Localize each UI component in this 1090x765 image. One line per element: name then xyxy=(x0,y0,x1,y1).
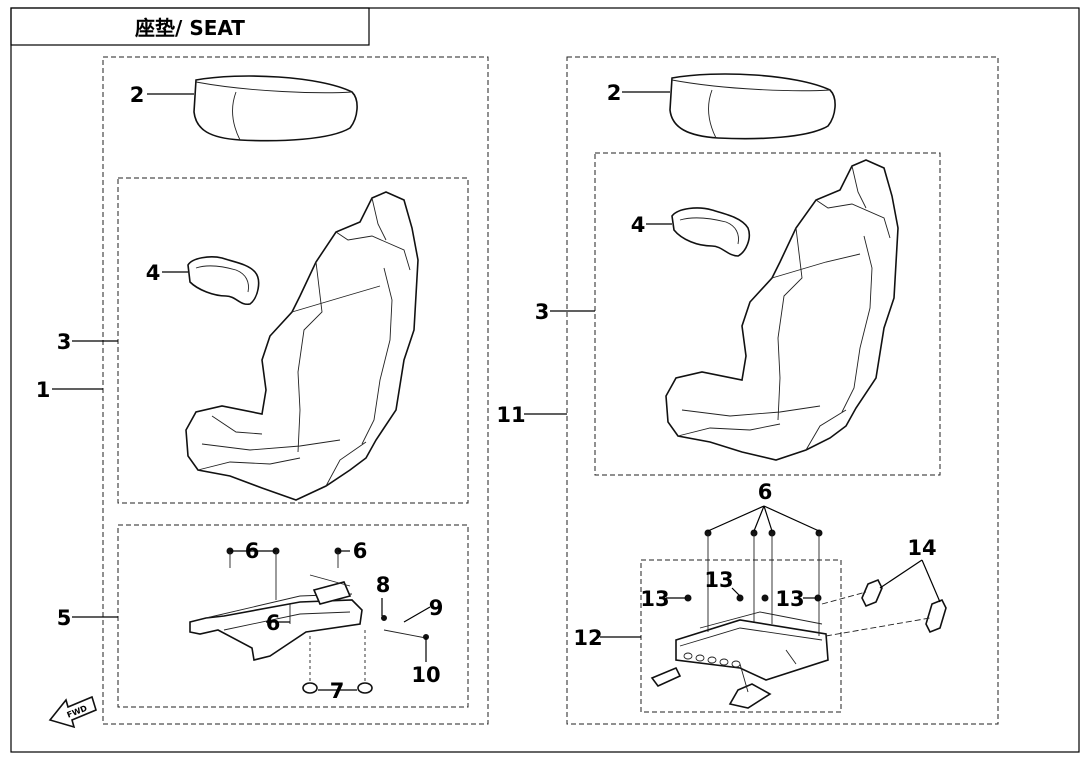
label-right-pad: 4 xyxy=(631,213,646,237)
label-spring: 10 xyxy=(411,663,440,687)
fwd-arrow-icon: FWD xyxy=(48,695,97,729)
label-bolt-b: 6 xyxy=(353,539,368,563)
title-box xyxy=(10,7,370,46)
label-right-seat-assembly: 11 xyxy=(496,403,525,427)
label-right-bushing: 14 xyxy=(907,536,936,560)
label-right-seat: 3 xyxy=(535,300,550,324)
right-pad xyxy=(671,207,751,257)
label-clip: 8 xyxy=(376,573,391,597)
label-right-cushion: 2 xyxy=(607,81,622,105)
label-right-spacer-c: 13 xyxy=(775,587,804,611)
left-rail-frame xyxy=(117,524,469,708)
label-right-frame: 12 xyxy=(573,626,602,650)
label-pad: 4 xyxy=(146,261,161,285)
label-right-bolts: 6 xyxy=(758,480,773,504)
right-seat xyxy=(665,159,899,461)
right-assembly: 2 3 11 4 12 6 13 13 13 14 xyxy=(496,56,999,725)
left-pad xyxy=(187,256,260,306)
outer-frame xyxy=(10,7,1080,753)
right-frame-box xyxy=(640,559,842,713)
label-seat: 3 xyxy=(57,330,72,354)
right-cushion xyxy=(669,73,836,140)
right-seat-frame xyxy=(594,152,941,476)
right-frame xyxy=(650,611,829,709)
label-rail: 5 xyxy=(57,606,72,630)
label-bolt-c: 6 xyxy=(266,611,281,635)
label-pin: 9 xyxy=(429,596,444,620)
left-assembly-frame xyxy=(102,56,489,725)
label-bolt-a: 6 xyxy=(245,539,260,563)
left-assembly: 2 3 1 4 5 6 6 6 8 9 10 7 xyxy=(36,56,489,725)
label-right-spacer-b: 13 xyxy=(704,568,733,592)
left-cushion xyxy=(193,75,358,142)
label-cushion: 2 xyxy=(130,83,145,107)
label-seat-assembly: 1 xyxy=(36,378,51,402)
left-rail xyxy=(189,574,429,661)
label-right-spacer-a: 13 xyxy=(640,587,669,611)
diagram-title: 座垫/ SEAT xyxy=(135,16,245,40)
right-assembly-frame xyxy=(566,56,999,725)
left-seat xyxy=(185,191,419,501)
label-nut: 7 xyxy=(330,679,345,703)
right-bushings xyxy=(821,578,947,637)
right-bolts xyxy=(704,529,823,636)
left-nuts xyxy=(302,682,373,694)
